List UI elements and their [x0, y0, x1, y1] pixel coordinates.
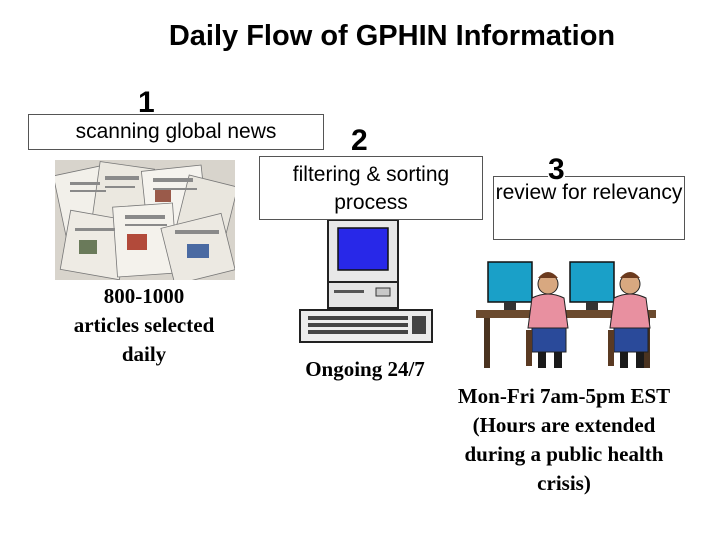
step-3-label: review for relevancy — [495, 181, 683, 204]
page-title: Daily Flow of GPHIN Information — [168, 20, 616, 52]
step-2-label: filtering & sorting process — [292, 163, 450, 214]
step-3-number: 3 — [548, 153, 565, 186]
newspapers-image — [55, 160, 235, 280]
step-1-note: 800-1000 articles selected daily — [73, 284, 215, 366]
step-2-number: 2 — [351, 124, 368, 157]
computer-icon — [299, 220, 433, 343]
step-3-box: review for relevancy — [493, 176, 685, 240]
step-2-note: Ongoing 24/7 — [305, 357, 425, 381]
analysts-at-computers-image — [476, 261, 656, 368]
step-1-box: scanning global news — [28, 114, 324, 150]
step-1-number: 1 — [138, 86, 155, 119]
step-3-note: Mon-Fri 7am-5pm EST (Hours are extended … — [457, 384, 671, 495]
step-2-box: filtering & sorting process — [259, 156, 483, 220]
step-1-label: scanning global news — [75, 120, 277, 143]
